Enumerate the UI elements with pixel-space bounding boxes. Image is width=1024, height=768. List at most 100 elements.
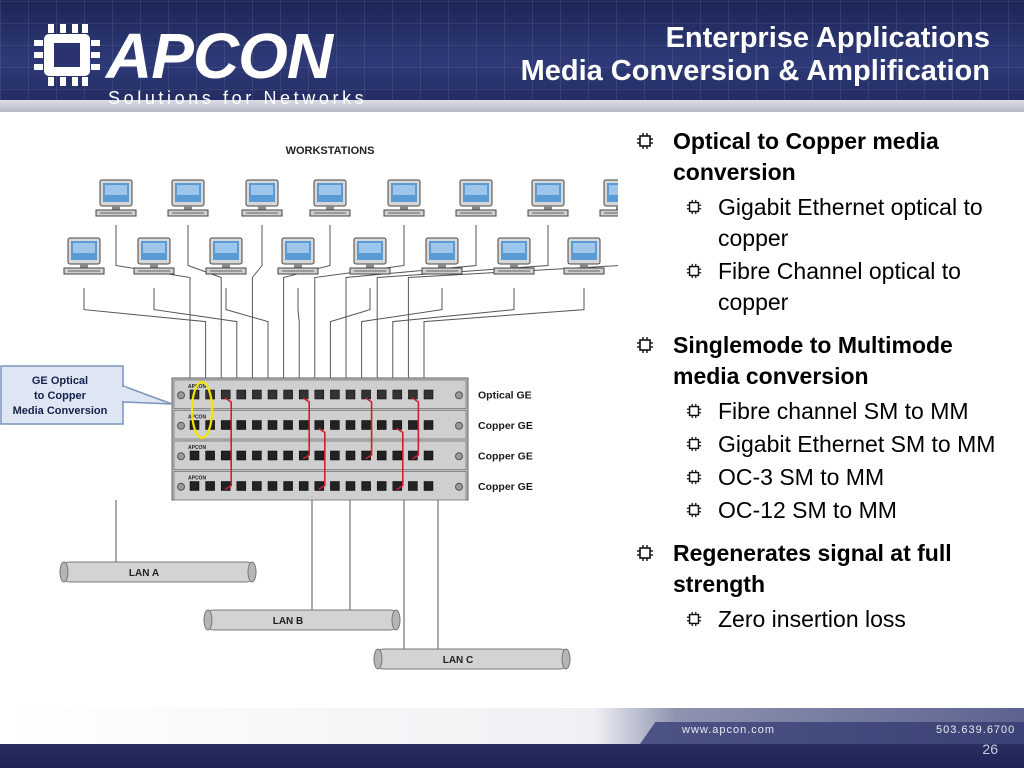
apcon-logo: APCON Solutions for Networks xyxy=(34,24,364,108)
cable-line xyxy=(392,288,515,388)
workstation-icon xyxy=(167,179,209,217)
bullet-text: Regenerates signal at full strength xyxy=(673,540,952,597)
optical-port xyxy=(330,389,340,400)
bullet-list: Optical to Copper media conversion Gigab… xyxy=(636,126,1006,637)
screw-icon xyxy=(455,421,463,430)
copper-port xyxy=(267,420,278,430)
cable-line xyxy=(187,225,222,388)
copper-port xyxy=(361,420,371,430)
red-patch-link xyxy=(302,397,311,460)
copper-port xyxy=(252,450,262,461)
row-label: Copper GE xyxy=(478,450,533,462)
workstation-icon xyxy=(309,179,351,217)
copper-port xyxy=(252,420,262,430)
highlight-ring xyxy=(190,380,214,440)
chip-logo-icon xyxy=(34,24,100,86)
callout-line-3: Media Conversion xyxy=(13,405,108,417)
copper-port xyxy=(345,450,356,461)
bullet-sm-mm: Singlemode to Multimode media conversion xyxy=(636,330,1006,392)
copper-port xyxy=(205,481,215,491)
lan-label: LAN B xyxy=(273,616,304,627)
slide-title: Enterprise Applications Media Conversion… xyxy=(521,22,990,88)
lan-label: LAN A xyxy=(129,568,159,579)
sub-bullet-oc3: OC-3 SM to MM xyxy=(636,462,1006,493)
copper-port xyxy=(376,450,387,461)
copper-port xyxy=(376,481,387,491)
workstation-icon xyxy=(563,237,605,275)
copper-port xyxy=(189,450,200,461)
footer-website: www.apcon.com xyxy=(682,724,776,736)
workstation-icon xyxy=(599,179,618,217)
red-patch-link xyxy=(224,397,232,491)
workstation-icon xyxy=(133,237,175,275)
copper-port xyxy=(345,420,356,430)
workstation-icon xyxy=(421,237,463,275)
copper-port xyxy=(408,481,418,491)
workstation-icon xyxy=(349,237,391,275)
optical-port xyxy=(392,389,403,400)
copper-port xyxy=(267,450,278,461)
sub-bullet-ge-optical: Gigabit Ethernet optical to copper xyxy=(636,192,1006,254)
chassis-brand: APCON xyxy=(188,415,206,421)
copper-port xyxy=(423,450,434,461)
chip-icon xyxy=(637,133,653,149)
copper-port xyxy=(283,450,293,461)
screw-icon xyxy=(177,452,185,461)
sub-bullet-zero-loss: Zero insertion loss xyxy=(636,604,1006,635)
sub-bullet-text: Zero insertion loss xyxy=(718,606,906,632)
chip-icon xyxy=(686,199,702,215)
callout-box: GE Optical to Copper Media Conversion xyxy=(0,365,173,425)
screw-icon xyxy=(455,482,463,491)
workstation-icon xyxy=(95,179,137,217)
lan-label: LAN C xyxy=(443,655,474,666)
slide-header: APCON Solutions for Networks Enterprise … xyxy=(0,0,1024,112)
callout-line-2: to Copper xyxy=(34,390,87,402)
chip-icon xyxy=(637,545,653,561)
cable-line xyxy=(376,225,549,388)
sub-bullet-fc-optical: Fibre Channel optical to copper xyxy=(636,256,1006,318)
row-label: Copper GE xyxy=(478,420,533,432)
copper-port xyxy=(267,481,278,491)
copper-port xyxy=(236,420,247,430)
copper-port xyxy=(330,481,340,491)
lan-bus-group: LAN A LAN B LAN C xyxy=(59,561,571,670)
copper-port xyxy=(252,481,262,491)
copper-port xyxy=(392,450,403,461)
workstation-icon xyxy=(63,237,105,275)
screw-icon xyxy=(177,391,185,400)
workstation-icon xyxy=(455,179,497,217)
optical-port xyxy=(345,389,356,400)
screw-icon xyxy=(455,391,463,400)
chip-icon xyxy=(686,502,702,518)
copper-port xyxy=(298,420,309,430)
copper-port xyxy=(189,481,200,491)
optical-port xyxy=(252,389,262,400)
chassis-brand: APCON xyxy=(188,445,206,451)
cable-line xyxy=(153,288,238,388)
copper-port xyxy=(408,420,418,430)
header-divider xyxy=(0,100,1024,112)
screw-icon xyxy=(177,482,185,491)
cable-line xyxy=(251,225,263,388)
optical-port xyxy=(267,389,278,400)
copper-port xyxy=(314,450,325,461)
chip-icon xyxy=(686,469,702,485)
workstation-icon xyxy=(383,179,425,217)
copper-port xyxy=(345,481,356,491)
copper-port xyxy=(220,420,231,430)
slide-footer: www.apcon.com 503.639.6700 26 xyxy=(0,708,1024,768)
optical-port xyxy=(236,389,247,400)
sub-bullet-text: Fibre channel SM to MM xyxy=(718,398,969,424)
cable-line xyxy=(345,225,477,388)
copper-port xyxy=(376,420,387,430)
red-patch-link xyxy=(318,427,326,491)
optical-port xyxy=(423,389,434,400)
title-line-1: Enterprise Applications xyxy=(665,22,990,54)
chip-icon xyxy=(686,403,702,419)
copper-port xyxy=(330,450,340,461)
copper-port xyxy=(298,481,309,491)
header-texture xyxy=(0,0,1024,112)
chip-icon xyxy=(686,263,702,279)
chassis-brand: APCON xyxy=(188,476,206,482)
